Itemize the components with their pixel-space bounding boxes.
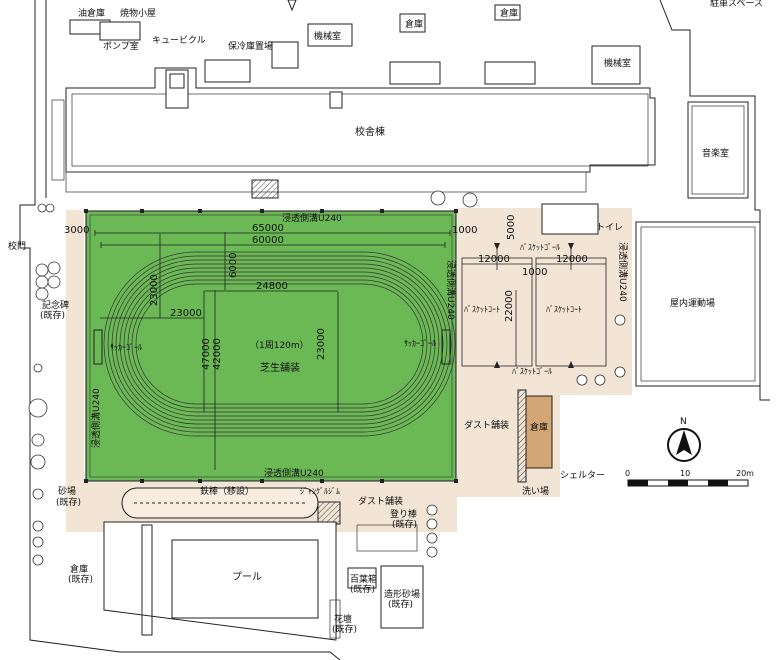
field-posts bbox=[84, 209, 458, 483]
label-iron-bar: 鉄棒（移設） bbox=[200, 485, 254, 497]
label-sandpit: 砂場 bbox=[58, 485, 76, 497]
pool-structure bbox=[103, 521, 337, 641]
dim-12000-right: 12000 bbox=[556, 254, 588, 265]
label-leaf-box-note: (既存) bbox=[350, 583, 375, 595]
basket-goal-marker-top-right bbox=[568, 243, 574, 250]
field-dimension-lines bbox=[94, 230, 451, 470]
dim-6000: 6000 bbox=[228, 253, 239, 278]
label-storehouse-left: 倉庫 bbox=[70, 563, 88, 575]
label-storehouse-top1: 倉庫 bbox=[405, 18, 423, 30]
basket-goal-marker-bottom-left bbox=[494, 361, 500, 368]
label-drain-top: 浸透側溝U240 bbox=[282, 212, 342, 224]
label-pump-room: ポンプ室 bbox=[103, 40, 139, 52]
dim-1000-top: 1000 bbox=[452, 225, 477, 236]
label-toilet: トイレ bbox=[596, 223, 623, 233]
label-cubicle: キュービクル bbox=[152, 35, 206, 46]
dim-65000: 65000 bbox=[252, 223, 284, 234]
north-arrow bbox=[667, 428, 701, 462]
label-sandpit-note: (既存) bbox=[56, 496, 81, 508]
label-storehouse-right: 倉庫 bbox=[530, 421, 548, 433]
dim-47000: 47000 bbox=[201, 338, 212, 370]
dim-24800: 24800 bbox=[256, 281, 288, 292]
dim-12000-left: 12000 bbox=[478, 254, 510, 265]
label-drain-right: 浸透側溝U240 bbox=[445, 260, 457, 320]
top-buildings bbox=[69, 0, 641, 85]
scale-tick-20m: 20m bbox=[736, 469, 754, 478]
label-wash-area: 洗い場 bbox=[522, 485, 549, 497]
label-school-building: 校舎棟 bbox=[355, 125, 385, 138]
label-soccer-goal-left: ｻｯｶｰｺﾞｰﾙ bbox=[110, 343, 142, 352]
label-pool: プール bbox=[232, 571, 262, 583]
label-dust-paving-right: ダスト舗装 bbox=[464, 419, 509, 431]
bottom-structures bbox=[329, 524, 424, 639]
dim-23000-vertical-right: 23000 bbox=[316, 328, 327, 360]
basket-goal-marker-bottom-right bbox=[568, 361, 574, 368]
scale-tick-10: 10 bbox=[680, 469, 690, 478]
label-machine-room-top: 機械室 bbox=[314, 30, 341, 42]
toilet-building bbox=[541, 203, 599, 235]
label-storehouse-left-note: (既存) bbox=[68, 573, 93, 585]
label-drain-left: 浸透側溝U240 bbox=[90, 388, 102, 448]
dim-1000-mid: 1000 bbox=[522, 267, 547, 278]
label-flower-bed: 花壇 bbox=[334, 613, 352, 625]
label-flower-bed-note: (既存) bbox=[332, 623, 357, 635]
label-dust-paving-bottom: ダスト舗装 bbox=[358, 495, 403, 507]
soccer-goal-left bbox=[93, 329, 103, 365]
label-climbing-pole: 登り棒 bbox=[390, 508, 417, 520]
label-drain-bottom: 浸透側溝U240 bbox=[264, 467, 324, 479]
label-storehouse-top2: 倉庫 bbox=[500, 7, 518, 19]
music-room-inner bbox=[691, 105, 745, 195]
label-sandbox-shaped-note: (既存) bbox=[388, 598, 413, 610]
gym-building bbox=[635, 221, 761, 387]
label-sandbox-shaped: 造形砂場 bbox=[384, 588, 420, 600]
label-shelter: シェルター bbox=[560, 470, 605, 481]
dimension-texts: 65000 60000 24800 23000 23000 23000 6000… bbox=[64, 215, 754, 478]
dim-22000: 22000 bbox=[504, 290, 515, 322]
label-oil-store: 油倉庫 bbox=[78, 7, 105, 19]
label-turf-paving: 芝生舗装 bbox=[260, 361, 300, 374]
scale-bar bbox=[627, 479, 749, 487]
label-leaf-box: 百葉箱 bbox=[350, 573, 377, 585]
dim-3000: 3000 bbox=[64, 225, 89, 236]
label-gate: 校門 bbox=[8, 240, 26, 252]
label-soccer-goal-right: ｻｯｶｰｺﾞｰﾙ bbox=[404, 339, 436, 348]
label-climbing-pole-note: (既存) bbox=[392, 518, 417, 530]
label-gym: 屋内運動場 bbox=[670, 297, 715, 309]
label-parking: 駐車スペース bbox=[710, 0, 763, 9]
label-basket-court-2: ﾊﾞｽｹｯﾄｺｰﾄ bbox=[546, 305, 582, 314]
music-room bbox=[687, 101, 749, 199]
dim-23000-vertical-left: 23000 bbox=[149, 274, 160, 306]
soccer-goal-right bbox=[441, 329, 451, 365]
gym-inner bbox=[640, 226, 756, 382]
scale-tick-0: 0 bbox=[625, 469, 630, 478]
dim-42000: 42000 bbox=[212, 338, 223, 370]
basket-goal-marker-top-left bbox=[494, 243, 500, 250]
label-machine-room-right: 機械室 bbox=[604, 57, 631, 69]
label-drain-far-right: 浸透側溝U240 bbox=[617, 242, 629, 302]
field-inner-border bbox=[89, 214, 453, 478]
jungle-gym bbox=[317, 501, 341, 525]
label-monument: 記念碑 bbox=[42, 299, 69, 311]
label-basket-court-1: ﾊﾞｽｹｯﾄｺｰﾄ bbox=[464, 305, 500, 314]
label-music-room: 音楽室 bbox=[702, 147, 729, 159]
label-north: N bbox=[680, 417, 687, 427]
label-jungle-gym: ｼﾞｬﾝｸﾞﾙｼﾞﾑ bbox=[300, 487, 340, 496]
label-cold-storage: 保冷庫置場 bbox=[228, 40, 273, 52]
label-basket-goal-top: ﾊﾞｽｹｯﾄｺﾞｰﾙ bbox=[520, 243, 560, 252]
label-lap: （1周120m） bbox=[250, 340, 309, 351]
trees bbox=[28, 190, 626, 566]
dim-23000-horizontal: 23000 bbox=[170, 308, 202, 319]
running-track bbox=[103, 251, 456, 437]
school-building bbox=[51, 67, 656, 199]
dim-60000: 60000 bbox=[252, 235, 284, 246]
labels: 油倉庫 焼物小屋 ポンプ室 キュービクル 保冷庫置場 機械室 倉庫 倉庫 駐車ス… bbox=[8, 0, 763, 635]
dim-5000: 5000 bbox=[506, 215, 517, 240]
label-basket-goal-bottom: ﾊﾞｽｹｯﾄｺﾞｰﾙ bbox=[512, 367, 552, 376]
shelter bbox=[517, 389, 527, 483]
label-kiln: 焼物小屋 bbox=[120, 7, 156, 19]
label-monument-note: (既存) bbox=[40, 309, 65, 321]
